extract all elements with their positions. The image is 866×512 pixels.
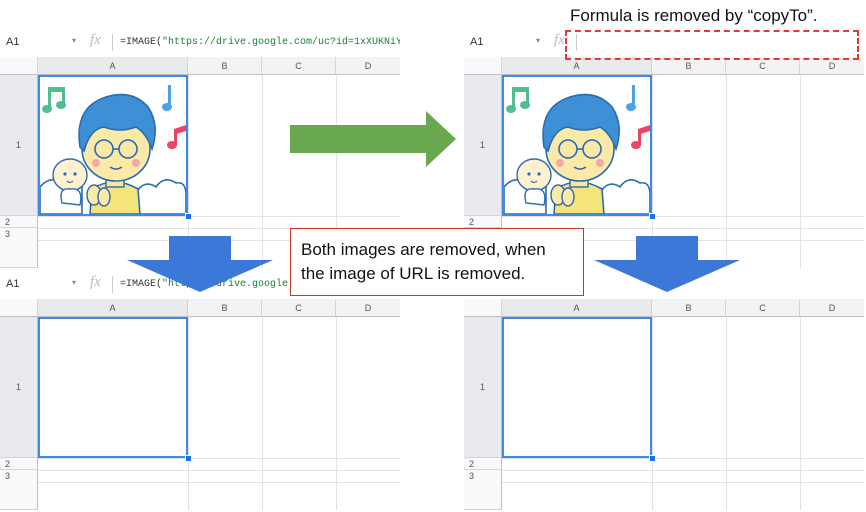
chevron-down-icon[interactable]: ▾ [72,36,77,45]
formula-string: "https://drive.google.com/uc?id=1xXUKNiY… [162,37,400,48]
chevron-down-icon[interactable]: ▾ [72,278,77,287]
grid-line [262,75,263,268]
grid-line [38,470,400,471]
grid-line [188,75,189,268]
fill-handle[interactable] [185,213,192,220]
select-all-corner[interactable] [0,57,38,75]
name-box[interactable]: A1 [6,278,20,290]
fill-handle[interactable] [185,455,192,462]
row-header-3[interactable]: 3 [0,228,38,268]
grid-line [38,458,400,459]
sheet-panel-bottom-left: A1 ▾ fx =IMAGE("https://drive.google.com… [0,270,400,510]
row-header-2[interactable]: 2 [0,216,38,228]
cell-a1-selection[interactable] [502,317,652,458]
cell-a1-selection[interactable] [502,75,652,216]
name-box[interactable]: A1 [470,36,484,48]
column-header-d[interactable]: D [336,299,400,317]
name-box[interactable]: A1 [6,36,20,48]
grid-line [502,458,864,459]
column-header-d[interactable]: D [800,57,864,75]
column-header-a[interactable]: A [502,57,652,75]
select-all-corner[interactable] [0,299,38,317]
column-header-a[interactable]: A [502,299,652,317]
removed-formula-highlight [565,30,859,60]
grid-line [502,228,864,229]
grid-line [188,317,189,510]
grid-line [336,75,337,268]
column-header-c[interactable]: C [262,57,336,75]
row-header-2[interactable]: 2 [464,458,502,470]
column-header-d[interactable]: D [800,299,864,317]
column-header-b[interactable]: B [652,299,726,317]
grid-line [652,317,653,510]
formula-bar: A1 ▾ fx [464,28,864,58]
note-line-1: Both images are removed, when [301,240,546,259]
cell-a1-selection[interactable] [38,317,188,458]
column-header-b[interactable]: B [652,57,726,75]
fx-icon: fx [554,32,565,48]
column-header-c[interactable]: C [726,57,800,75]
arrow-down-icon [594,236,740,292]
cell-a1-selection[interactable] [38,75,188,216]
fill-handle[interactable] [649,213,656,220]
sheet-panel-bottom-right: A1 ▾ fx A B C D 1 2 3 [464,270,864,510]
grid-line [800,317,801,510]
arrow-down-icon [127,236,273,292]
row-header-1[interactable]: 1 [464,75,502,216]
note-callout: Both images are removed, when the image … [290,228,584,296]
column-header-a[interactable]: A [38,57,188,75]
chevron-down-icon[interactable]: ▾ [536,36,541,45]
grid-line [726,317,727,510]
column-header-b[interactable]: B [188,57,262,75]
fill-handle[interactable] [649,455,656,462]
formula-text[interactable]: =IMAGE("https://drive.google.com/uc?id=1… [120,279,400,290]
formula-separator [112,34,113,51]
formula-separator [112,276,113,293]
formula-text[interactable]: =IMAGE("https://drive.google.com/uc?id=1… [120,37,400,48]
grid-line [38,228,400,229]
grid-line [38,216,400,217]
grid-line [262,317,263,510]
select-all-corner[interactable] [464,57,502,75]
fx-icon: fx [90,274,101,290]
arrow-right-icon [290,111,456,167]
note-line-2: the image of URL is removed. [301,264,526,283]
grid-line [502,470,864,471]
formula-prefix: =IMAGE( [120,37,163,48]
grid-line [502,216,864,217]
formula-bar: A1 ▾ fx =IMAGE("https://drive.google.com… [0,28,400,58]
column-header-c[interactable]: C [262,299,336,317]
row-header-1[interactable]: 1 [464,317,502,458]
grid-line [800,75,801,268]
column-header-c[interactable]: C [726,299,800,317]
row-header-1[interactable]: 1 [0,317,38,458]
row-header-2[interactable]: 2 [464,216,502,228]
grid-line [652,75,653,268]
row-header-2[interactable]: 2 [0,458,38,470]
grid-line [726,75,727,268]
formula-string: "https://drive.google.com/uc?id=1xXUKNiY… [162,279,400,290]
fx-icon: fx [90,32,101,48]
caption-text: Formula is removed by “copyTo”. [570,6,818,25]
row-header-3[interactable]: 3 [464,470,502,510]
row-header-3[interactable]: 3 [0,470,38,510]
grid-line [502,482,864,483]
formula-prefix: =IMAGE( [120,279,163,290]
column-header-b[interactable]: B [188,299,262,317]
grid-line [336,317,337,510]
row-header-1[interactable]: 1 [0,75,38,216]
column-header-a[interactable]: A [38,299,188,317]
grid-line [38,482,400,483]
column-header-d[interactable]: D [336,57,400,75]
formula-separator [576,34,577,51]
select-all-corner[interactable] [464,299,502,317]
